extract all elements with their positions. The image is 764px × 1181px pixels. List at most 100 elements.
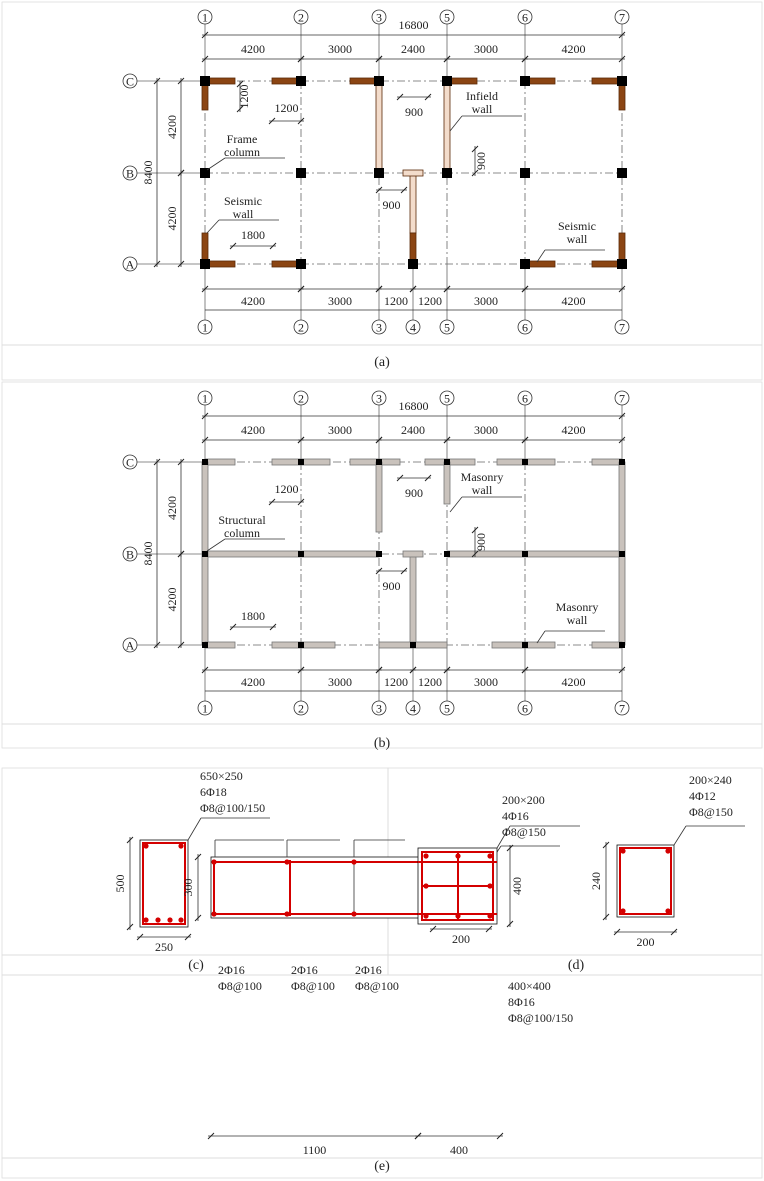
axis-bubble [439, 700, 455, 716]
spec-text: 200×240 [689, 773, 732, 787]
axis-label: 4 [410, 702, 416, 716]
dimension-tick [613, 928, 621, 936]
dimension-tick [194, 853, 202, 861]
dimension-tick [269, 623, 277, 631]
dimension-tick [297, 498, 305, 506]
spec-text: 4Φ16 [502, 809, 529, 823]
masonry-wall [204, 550, 380, 558]
column [410, 642, 416, 648]
spec-text: Φ8@100/150 [200, 801, 265, 815]
column-section [616, 844, 675, 918]
dimension-label: 1200 [275, 482, 299, 496]
column [617, 168, 627, 178]
dimension-label: 3000 [474, 675, 498, 689]
rebar [143, 843, 149, 849]
leader-line [206, 538, 226, 552]
infill-wall-label: Infield [466, 89, 498, 103]
column [202, 459, 208, 465]
leader-line [187, 817, 202, 841]
dimension-tick [506, 844, 514, 852]
axis-label: C [126, 75, 134, 89]
dimension-tick [297, 436, 305, 444]
axis-bubble [371, 319, 387, 335]
axis-bubble [122, 637, 138, 653]
leader-line [673, 825, 687, 846]
axis-label: 1 [202, 11, 208, 25]
axis-bubble [122, 256, 138, 272]
leader-line [449, 115, 463, 132]
axis-label: 6 [522, 392, 528, 406]
dimension-tick [153, 458, 161, 466]
dimension-label: 3000 [474, 423, 498, 437]
wall-label: Seismic [558, 219, 596, 233]
dimension-tick [184, 933, 192, 941]
axis-bubble [122, 73, 138, 89]
dimension-tick [443, 436, 451, 444]
axis-label: 7 [619, 392, 625, 406]
spec-text: Φ8@150 [502, 825, 546, 839]
dimension-label: 4200 [241, 42, 265, 56]
column [202, 642, 208, 648]
dimension-tick [297, 55, 305, 63]
dimension-tick [201, 55, 209, 63]
rebar [211, 911, 217, 917]
axis-label: 5 [444, 11, 450, 25]
column [296, 76, 306, 86]
column [296, 168, 306, 178]
dimension-tick [126, 923, 134, 931]
dimension-tick [443, 55, 451, 63]
column [444, 459, 450, 465]
axis-bubble [293, 319, 309, 335]
dimension-tick [618, 666, 626, 674]
wall [409, 553, 417, 646]
masonry-wall [402, 550, 424, 558]
caption: (a) [374, 355, 390, 370]
axis-label: 3 [376, 11, 382, 25]
dimension-tick [177, 169, 185, 177]
axis-label: 5 [444, 702, 450, 716]
axis-bubble [517, 390, 533, 406]
dimension-label: 240 [589, 872, 603, 890]
dimension-label: 4200 [562, 42, 586, 56]
axis-bubble [197, 9, 213, 25]
axis-bubble [122, 546, 138, 562]
rebar [351, 911, 357, 917]
dimension-tick [126, 836, 134, 844]
column [296, 259, 306, 269]
dimension-tick [409, 285, 417, 293]
masonry-wall [204, 641, 236, 649]
column [619, 551, 625, 557]
beam-section [139, 839, 189, 928]
axis-label: 7 [619, 702, 625, 716]
axis-bubble [614, 319, 630, 335]
wall-label: wall [233, 207, 254, 221]
axis-label: 1 [202, 392, 208, 406]
column [619, 642, 625, 648]
dimension-label: 4200 [562, 675, 586, 689]
dimension-label: 1200 [418, 675, 442, 689]
dimension-label: 4200 [165, 207, 179, 231]
dimension-tick [201, 31, 209, 39]
dimension-tick [201, 436, 209, 444]
axis-label: 5 [444, 321, 450, 335]
dimension-label: 250 [155, 940, 173, 954]
dimension-label: 900 [405, 486, 423, 500]
axis-label: 6 [522, 321, 528, 335]
leader-line [536, 249, 546, 263]
column [520, 259, 530, 269]
column [617, 76, 627, 86]
dimension-tick [396, 93, 404, 101]
spec-text: 400×400 [508, 979, 551, 993]
spec-text: Φ8@100 [218, 979, 262, 993]
dimension-tick [201, 285, 209, 293]
caption: (e) [374, 1159, 390, 1174]
dimension-tick [471, 550, 479, 558]
dimension-tick [375, 436, 383, 444]
axis-bubble [293, 9, 309, 25]
column-label: Structural [218, 513, 266, 527]
dimension-label: 400 [450, 1143, 468, 1157]
axis-label: 3 [376, 702, 382, 716]
rebar [455, 853, 461, 859]
dimension-tick [409, 666, 417, 674]
